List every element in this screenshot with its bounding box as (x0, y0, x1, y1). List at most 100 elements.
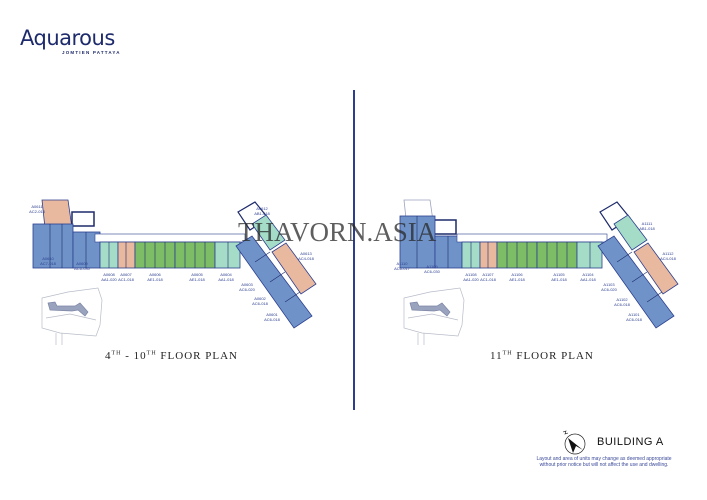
title-part: 4 (105, 350, 112, 362)
title-part: 11 (490, 350, 503, 362)
unit-code: A0608 (103, 272, 115, 277)
unit-type: AA1-018 (218, 276, 234, 282)
unit-type: AB1-018 (639, 225, 655, 231)
unit-type: AC4-018 (298, 255, 314, 261)
unit-type: AC6-017 (394, 265, 410, 271)
unit-walls (49, 224, 301, 303)
unit-shape-A0613 (271, 242, 317, 295)
unit-type: AA1-020 (463, 276, 479, 282)
unit-code: A0607 (120, 272, 132, 277)
unit-type: AC7-018 (40, 260, 56, 266)
unit-type: AE1-018 (147, 276, 163, 282)
unit-shape-A1111 (613, 214, 648, 251)
unit-type: AC6-018 (264, 316, 280, 322)
unit-code: A1109 (426, 264, 438, 269)
unit-code: A0604 (220, 272, 232, 277)
unit-type: AC6-030 (74, 265, 90, 271)
logo: Aquarous JOMTIEN PATTAYA (20, 26, 121, 55)
stair-core (71, 211, 95, 227)
unit-shape-A0607 (117, 241, 136, 269)
unit-shape-A1112 (633, 242, 679, 295)
north-arrow-icon (562, 430, 586, 455)
unit-code: A0603 (241, 282, 253, 287)
unit-code: A0613 (300, 251, 312, 256)
unit-type: AC6-020 (601, 286, 617, 292)
unit-shape-A0610 (32, 223, 74, 269)
unit-type: AC2-018 (29, 208, 45, 214)
unit-code: A0605 (191, 272, 203, 277)
unit-code: A0609 (76, 261, 88, 266)
title-sup: TH (502, 350, 513, 357)
corridor (94, 233, 246, 243)
unit-shape-A0612 (251, 214, 286, 251)
unit-type: AA1-018 (580, 276, 596, 282)
unit-type: AC1-018 (480, 276, 496, 282)
unit-code: A0601 (266, 312, 278, 317)
unit-code: A1112 (662, 251, 674, 256)
unit-type: AB1-018 (254, 210, 270, 216)
unit-code: A0602 (254, 296, 266, 301)
logo-subtitle: JOMTIEN PATTAYA (62, 50, 121, 55)
title-sup: TH (146, 350, 157, 357)
unit-code: A1110 (396, 261, 408, 266)
unit-type: AC1-018 (118, 276, 134, 282)
unit-code: A0611 (31, 204, 43, 209)
unit-code: A1103 (603, 282, 615, 287)
unit-type: AE1-018 (509, 276, 525, 282)
unit-walls (416, 216, 663, 303)
unit-shape-A0601-A0603 (235, 235, 313, 329)
unit-code: A1102 (616, 297, 628, 302)
site-map (403, 287, 465, 345)
unit-code: A1101 (628, 312, 640, 317)
unit-code: A1106 (511, 272, 523, 277)
unit-type: AC6-018 (626, 316, 642, 322)
floor-plan-11 (399, 199, 679, 345)
unit-type: AA1-020 (101, 276, 117, 282)
plan-title-4-10: 4TH - 10TH FLOOR PLAN (105, 350, 238, 362)
unit-type: AC6-018 (614, 301, 630, 307)
logo-brand: Aquarous (20, 26, 115, 50)
unit-code: A0610 (42, 256, 54, 261)
plan-divider (353, 90, 355, 410)
unit-code: A1104 (582, 272, 594, 277)
unit-type: AC6-020 (239, 286, 255, 292)
title-part: FLOOR PLAN (156, 350, 238, 362)
unit-code: A1107 (482, 272, 494, 277)
unit-code: A0612 (256, 206, 268, 211)
unit-shape-A1101-A1103 (597, 235, 675, 329)
title-sup: TH (111, 350, 122, 357)
corridor (456, 233, 608, 243)
title-part: - 10 (121, 350, 147, 362)
unit-code: A1108 (465, 272, 477, 277)
unit-type: AC4-018 (660, 255, 676, 261)
disclaimer: Layout and area of units may change as d… (536, 456, 672, 468)
unit-code: A1111 (641, 221, 653, 226)
unit-type: AE1-018 (551, 276, 567, 282)
unit-code: A1105 (553, 272, 565, 277)
unit-type: AC6-030 (424, 268, 440, 274)
unit-shape-A1107 (479, 241, 498, 269)
floor-plan-4-10 (32, 199, 317, 345)
